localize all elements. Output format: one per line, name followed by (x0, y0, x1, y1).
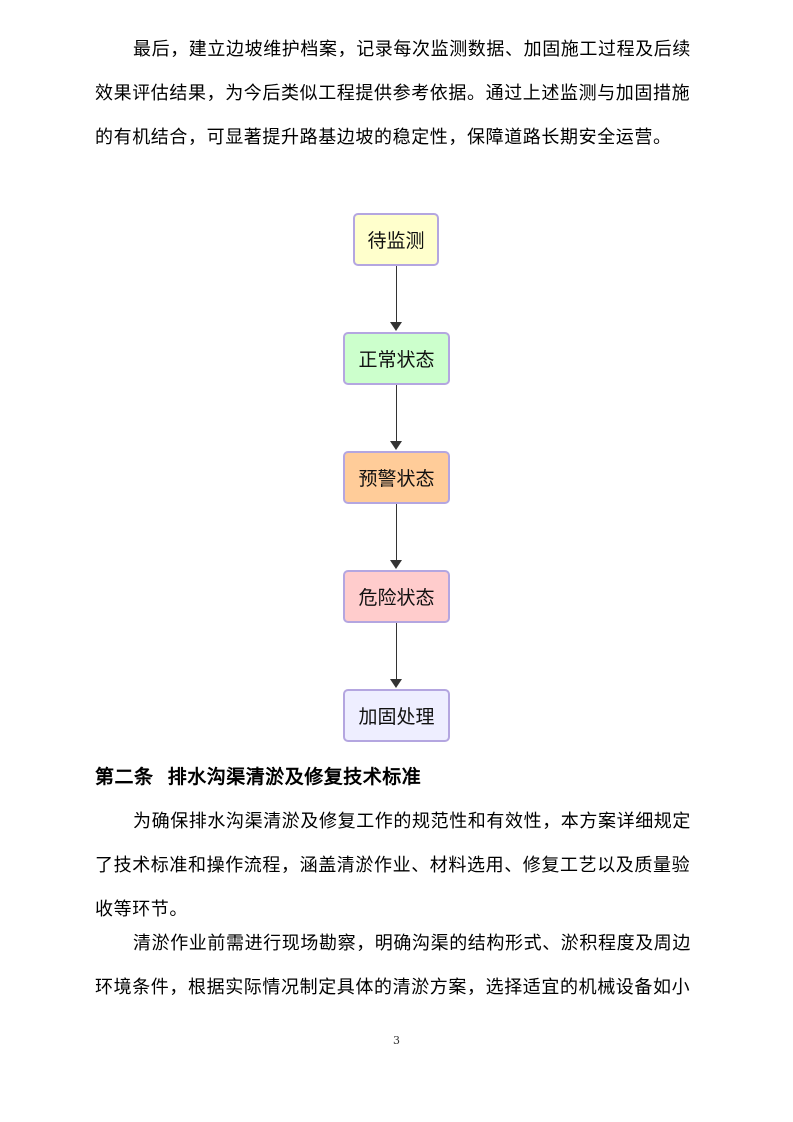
text-line: 为确保排水沟渠清淤及修复工作的规范性和有效性，本方案详细规定 (133, 811, 691, 832)
node-normal-state: 正常状态 (343, 332, 450, 385)
node-label: 正常状态 (358, 349, 435, 371)
section-heading: 第二条 排水沟渠清淤及修复技术标准 (95, 766, 422, 788)
section-paragraph-2: 清淤作业前需进行现场勘察，明确沟渠的结构形式、淤积程度及周边 环境条件，根据实际… (95, 922, 695, 1010)
edge-line (396, 623, 397, 681)
edge-line (396, 385, 397, 443)
node-label: 加固处理 (358, 706, 435, 728)
arrow-down-icon (390, 560, 402, 569)
edge-line (396, 504, 397, 562)
text-line: 的有机结合，可显著提升路基边坡的稳定性，保障道路长期安全运营。 (95, 127, 672, 148)
arrow-down-icon (390, 322, 402, 331)
node-pending-monitoring: 待监测 (353, 213, 439, 266)
text-line: 收等环节。 (95, 899, 188, 920)
node-label: 预警状态 (358, 468, 435, 490)
arrow-down-icon (390, 441, 402, 450)
text-line: 效果评估结果，为今后类似工程提供参考依据。通过上述监测与加固措施 (95, 83, 691, 104)
edge-line (396, 266, 397, 324)
page-number: 3 (393, 1034, 400, 1047)
text-line: 最后，建立边坡维护档案，记录每次监测数据、加固施工过程及后续 (133, 39, 691, 60)
node-danger-state: 危险状态 (343, 570, 450, 623)
arrow-down-icon (390, 679, 402, 688)
section-paragraph-1: 为确保排水沟渠清淤及修复工作的规范性和有效性，本方案详细规定 了技术标准和操作流… (95, 800, 695, 932)
node-reinforcement: 加固处理 (343, 689, 450, 742)
node-label: 待监测 (367, 230, 425, 252)
node-label: 危险状态 (358, 587, 435, 609)
text-line: 清淤作业前需进行现场勘察，明确沟渠的结构形式、淤积程度及周边 (133, 933, 691, 954)
intro-paragraph: 最后，建立边坡维护档案，记录每次监测数据、加固施工过程及后续 效果评估结果，为今… (95, 28, 695, 160)
node-warning-state: 预警状态 (343, 451, 450, 504)
text-line: 环境条件，根据实际情况制定具体的清淤方案，选择适宜的机械设备如小 (95, 977, 691, 998)
text-line: 了技术标准和操作流程，涵盖清淤作业、材料选用、修复工艺以及质量验 (95, 855, 691, 876)
